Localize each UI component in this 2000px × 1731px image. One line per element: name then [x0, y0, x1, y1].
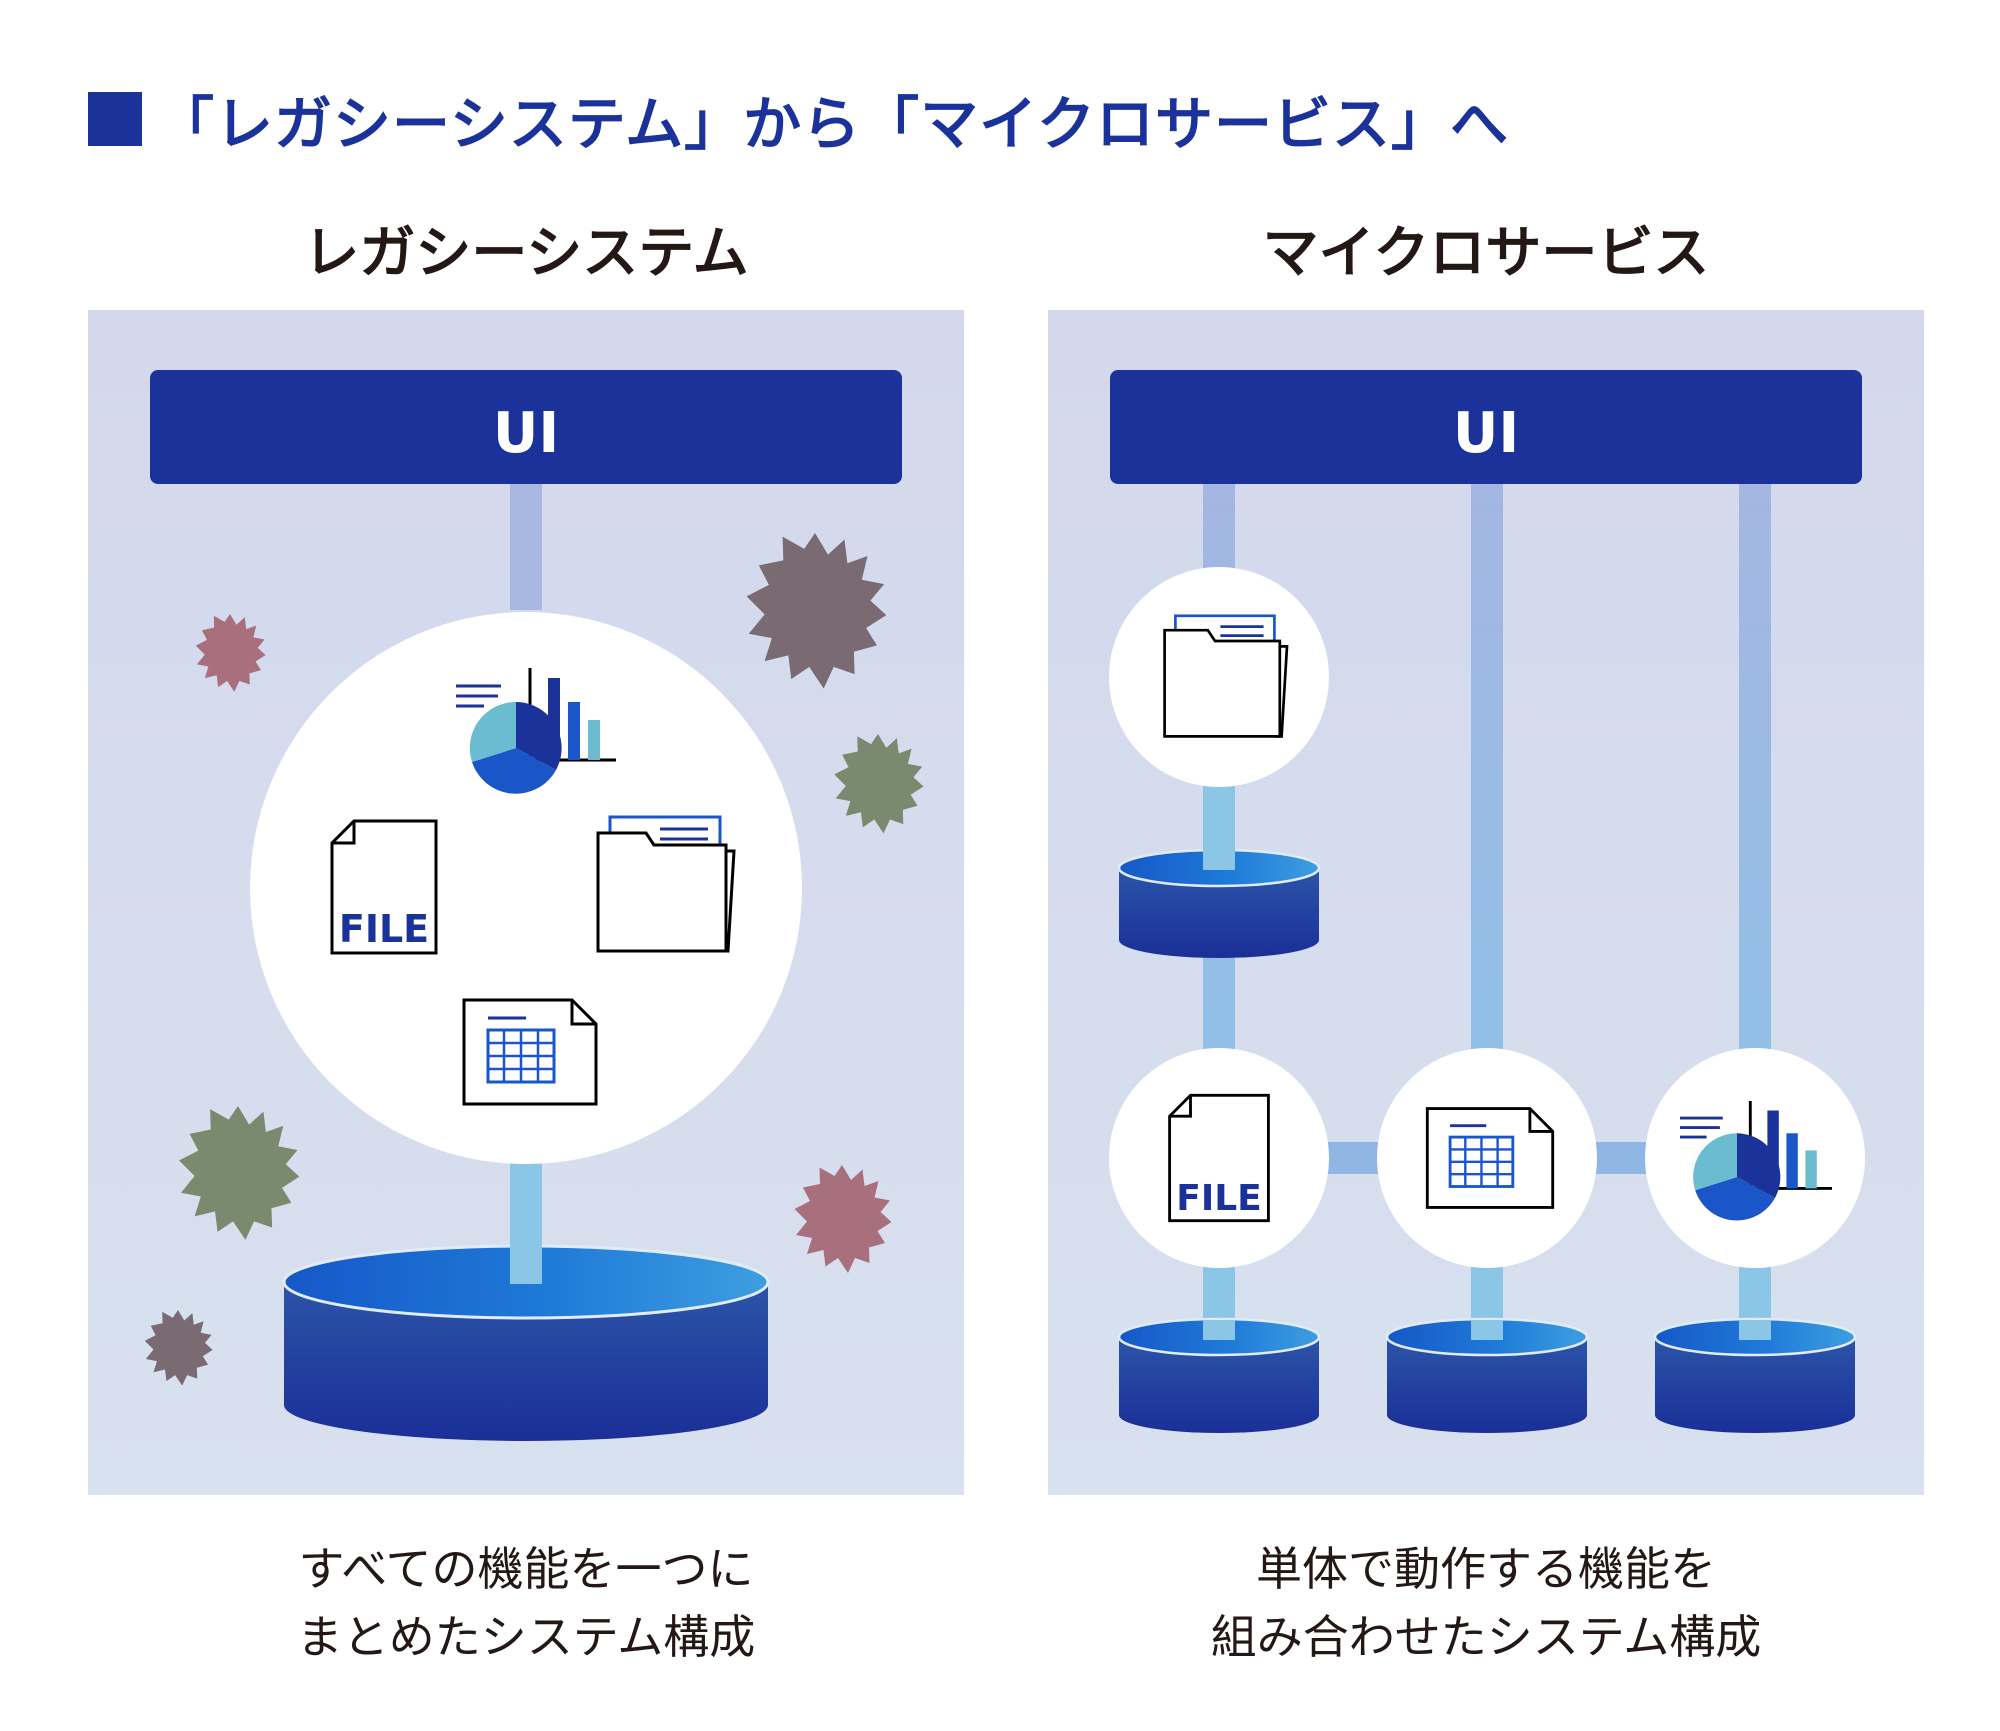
- folder-icon: [596, 815, 736, 953]
- legacy-caption: すべての機能を一つに まとめたシステム構成: [88, 1535, 964, 1671]
- legacy-caption-line1: すべての機能を一つに: [298, 1542, 754, 1596]
- micro-caption-line1: 単体で動作する機能を: [1256, 1542, 1716, 1596]
- legacy-pipe: [510, 480, 542, 610]
- title-row: 「レガシーシステム」から「マイクロサービス」へ: [88, 74, 1509, 164]
- micro-ui-bar: [1110, 370, 1862, 484]
- folder-icon: [1163, 614, 1289, 738]
- micro-pipe: [1203, 840, 1235, 870]
- legacy-caption-line2: まとめたシステム構成: [296, 1610, 756, 1664]
- legacy-ui-label: UI: [493, 401, 559, 466]
- legacy-ui-bar: [150, 370, 902, 484]
- micro-pipe: [1203, 1320, 1235, 1340]
- micro-database-icon: [1653, 1317, 1857, 1433]
- micro-pipe: [1471, 1320, 1503, 1340]
- micro-pipe: [1739, 1320, 1771, 1340]
- micro-pipe: [1739, 480, 1771, 1080]
- legacy-heading: レガシーシステム: [303, 221, 749, 286]
- micro-database-icon: [1385, 1317, 1589, 1433]
- legacy-pipe-db: [510, 1240, 542, 1284]
- page-title: 「レガシーシステム」から「マイクロサービス」へ: [156, 90, 1509, 158]
- legacy-file-label: FILE: [339, 907, 429, 951]
- spreadsheet-icon: [1425, 1107, 1555, 1209]
- micro-file-label: FILE: [1176, 1178, 1262, 1219]
- legacy-monolith-circle: [250, 612, 802, 1164]
- spreadsheet-icon: [462, 998, 598, 1106]
- title-square-icon: [88, 92, 142, 146]
- micro-caption: 単体で動作する機能を 組み合わせたシステム構成: [1048, 1535, 1924, 1671]
- micro-pipe: [1471, 480, 1503, 1080]
- micro-ui-label: UI: [1453, 401, 1519, 466]
- micro-heading: マイクロサービス: [1262, 221, 1710, 286]
- micro-caption-line2: 組み合わせたシステム構成: [1210, 1610, 1762, 1664]
